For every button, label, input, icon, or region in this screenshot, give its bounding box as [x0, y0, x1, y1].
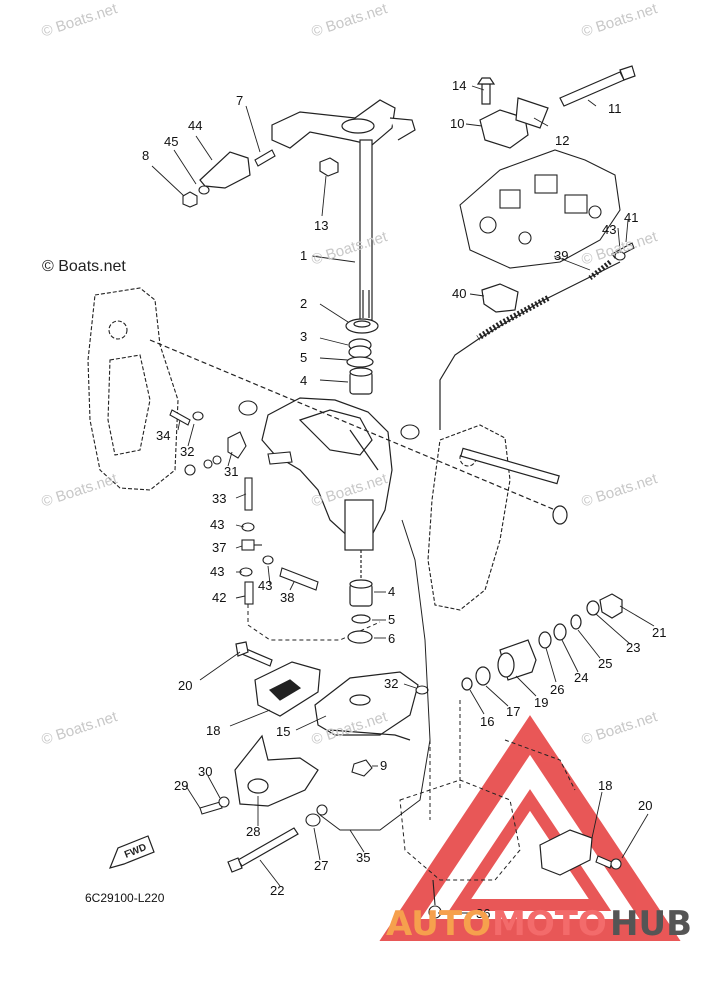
callout-38: 38 — [280, 590, 294, 605]
callout-32-upper: 32 — [180, 444, 194, 459]
washer-27 — [305, 804, 328, 827]
callout-21: 21 — [652, 625, 666, 640]
tilt-bushings — [238, 400, 420, 440]
stud-7 — [254, 149, 276, 167]
clip-32-lower — [415, 685, 429, 695]
bolt-20-right — [595, 855, 622, 870]
autmotohub-logo-triangle — [379, 715, 681, 941]
callout-12: 12 — [555, 133, 569, 148]
callout-19: 19 — [534, 695, 548, 710]
cable-35 — [319, 519, 431, 831]
callout-43-a: 43 — [210, 517, 224, 532]
callout-33: 33 — [212, 491, 226, 506]
callout-24: 24 — [574, 670, 588, 685]
steering-shaft — [359, 139, 373, 321]
callout-3: 3 — [300, 329, 307, 344]
callout-5-lower: 5 — [388, 612, 395, 627]
callout-18-right: 18 — [598, 778, 612, 793]
pin-41-43 — [611, 242, 635, 261]
cover-28 — [234, 734, 319, 807]
callout-32-lower: 32 — [384, 676, 398, 691]
callout-numbers: 1 2 3 5 4 6 7 8 9 10 11 12 13 14 15 16 1… — [142, 78, 666, 921]
bushing-stack-upper — [345, 318, 379, 395]
clip-9 — [351, 759, 373, 777]
clamp-bracket-left — [87, 287, 179, 491]
grommet-18-right — [539, 829, 593, 876]
callout-11: 11 — [608, 101, 622, 116]
cable-39 — [439, 260, 621, 430]
callout-14: 14 — [452, 78, 466, 93]
callout-7: 7 — [236, 93, 243, 108]
callout-17: 17 — [506, 704, 520, 719]
callout-43-b: 43 — [210, 564, 224, 579]
callout-43-c: 43 — [258, 578, 272, 593]
bolt-20 — [235, 641, 273, 667]
callout-13: 13 — [314, 218, 328, 233]
grommet-18 — [254, 661, 321, 717]
callout-20-left: 20 — [178, 678, 192, 693]
dashed-line-42 — [247, 604, 381, 641]
callout-36: 36 — [476, 906, 490, 921]
callout-43-top-right: 43 — [602, 222, 616, 237]
callout-37: 37 — [212, 540, 226, 555]
callout-5-upper: 5 — [300, 350, 307, 365]
logo-part-hub: HUB — [610, 904, 692, 944]
bolt-22 — [227, 827, 299, 873]
diagram-code: 6C29100-L220 — [85, 891, 165, 905]
callout-9: 9 — [380, 758, 387, 773]
logo-part-auto: AUTO — [386, 904, 491, 944]
callout-44: 44 — [188, 118, 202, 133]
bushing-stack-lower — [347, 550, 373, 644]
callout-39: 39 — [554, 248, 568, 263]
callout-31: 31 — [224, 464, 238, 479]
callout-29: 29 — [174, 778, 188, 793]
callout-28: 28 — [246, 824, 260, 839]
tilt-tube — [149, 339, 568, 525]
callout-26: 26 — [550, 682, 564, 697]
upper-mount-plate — [459, 149, 621, 269]
logo-part-moto: MOTO — [492, 904, 607, 944]
callout-16: 16 — [480, 714, 494, 729]
lower-mount-rubber-parts — [461, 593, 623, 691]
callout-34: 34 — [156, 428, 170, 443]
clip-40 — [481, 283, 519, 313]
mount-bracket-10-12 — [476, 77, 549, 149]
small-parts-left — [169, 409, 319, 605]
steering-arm — [271, 99, 416, 149]
screw-36 — [428, 879, 442, 919]
lower-case-dashed — [399, 700, 576, 881]
callout-41: 41 — [624, 210, 638, 225]
watermark: © Boats.net — [42, 258, 126, 275]
bracket-44 — [199, 151, 251, 189]
callout-35: 35 — [356, 850, 370, 865]
callout-23: 23 — [626, 640, 640, 655]
callout-2: 2 — [300, 296, 307, 311]
fwd-arrow: FWD — [108, 835, 155, 869]
nut-8-washer-45 — [182, 185, 210, 208]
callout-40: 40 — [452, 286, 466, 301]
bolt-11 — [559, 65, 636, 107]
callout-4-lower: 4 — [388, 584, 395, 599]
callout-1: 1 — [300, 248, 307, 263]
leader-lines — [151, 85, 655, 914]
lower-mount-bracket-15 — [314, 671, 419, 741]
callout-42: 42 — [212, 590, 226, 605]
callout-45: 45 — [164, 134, 178, 149]
callout-25: 25 — [598, 656, 612, 671]
callout-10: 10 — [450, 116, 464, 131]
callout-18-left: 18 — [206, 723, 220, 738]
callout-6: 6 — [388, 631, 395, 646]
callout-30: 30 — [198, 764, 212, 779]
callout-22: 22 — [270, 883, 284, 898]
callout-27: 27 — [314, 858, 328, 873]
callout-4-upper: 4 — [300, 373, 307, 388]
callout-20-right: 20 — [638, 798, 652, 813]
nut-13 — [319, 157, 339, 177]
callout-8: 8 — [142, 148, 149, 163]
bolt-29-washer-30 — [199, 796, 230, 815]
callout-15: 15 — [276, 724, 290, 739]
